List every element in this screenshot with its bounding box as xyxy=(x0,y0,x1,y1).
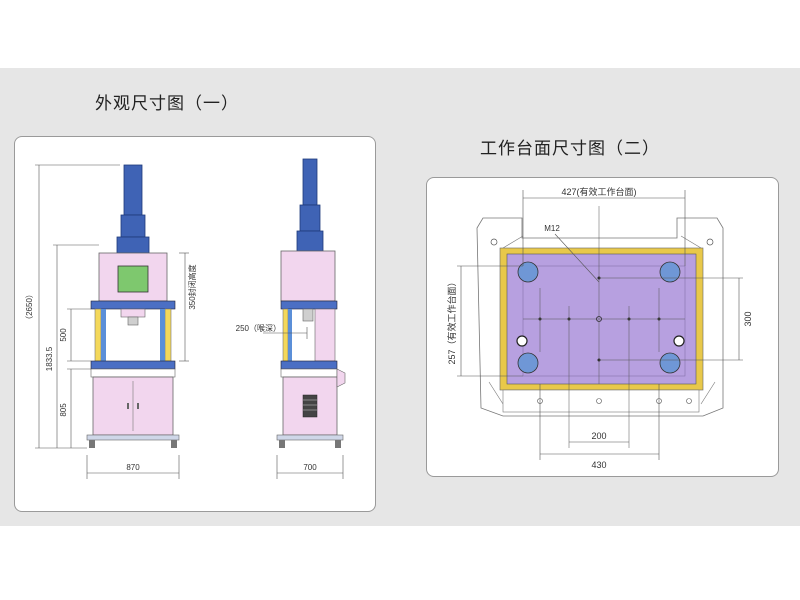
dim-closed-height: 350封闭高度 xyxy=(187,264,197,309)
front-ram xyxy=(127,316,139,326)
front-cabinet-handle-left xyxy=(127,403,129,409)
front-crown-beam xyxy=(90,300,176,310)
dim-front-width: 870 xyxy=(126,463,140,472)
side-cylinder-middle xyxy=(299,204,321,232)
side-upper-housing xyxy=(280,250,336,302)
guide-pillar-top-right xyxy=(659,261,681,283)
front-right-column xyxy=(164,308,172,362)
dim-hole-pitch-y: 300 xyxy=(743,311,753,326)
side-column-inner xyxy=(288,309,292,361)
side-back-column xyxy=(314,308,336,362)
locating-hole-right xyxy=(673,335,685,347)
side-foot-left xyxy=(279,440,285,448)
side-crown-beam xyxy=(280,300,338,310)
worktable-dimension-title: 工作台面尺寸图（二） xyxy=(480,139,660,159)
worktable-front-rail xyxy=(502,389,700,413)
base-mount-hole-right xyxy=(706,238,714,246)
front-dimensions xyxy=(35,164,189,479)
center-lines xyxy=(523,206,685,448)
guide-pillar-bottom-right xyxy=(659,352,681,374)
side-base-frame xyxy=(280,368,338,378)
base-mount-hole-left xyxy=(490,238,498,246)
dim-thread-size: M12 xyxy=(544,224,560,233)
exterior-dimension-title: 外观尺寸图（一） xyxy=(95,94,239,114)
front-left-column-inner xyxy=(101,309,106,361)
dim-throat-depth: 250（喉深） xyxy=(236,323,281,333)
worktable-dimensions xyxy=(457,190,743,460)
dim-table-height: 1833.5 xyxy=(45,346,54,371)
rail-hole-4 xyxy=(686,398,692,404)
side-front-column xyxy=(282,308,289,362)
front-base-frame xyxy=(90,368,176,378)
side-view xyxy=(276,158,346,448)
front-left-column xyxy=(94,308,102,362)
side-vent-grille xyxy=(302,394,318,418)
guide-pillar-top-left xyxy=(517,261,539,283)
front-foot-frame xyxy=(86,434,180,441)
rail-hole-2 xyxy=(596,398,602,404)
exterior-drawing-panel: （2650） 1833.5 500 805 350封闭高度 870 xyxy=(14,136,376,512)
guide-pillar-bottom-left xyxy=(517,352,539,374)
front-cylinder-top xyxy=(123,164,143,216)
side-control-box xyxy=(336,368,346,388)
locating-hole-left xyxy=(516,335,528,347)
side-cylinder-top xyxy=(302,158,318,206)
side-dimensions xyxy=(263,327,344,479)
front-foot-right xyxy=(171,440,177,448)
dim-hole-pitch-x-outer: 430 xyxy=(591,460,606,470)
worktable-drawing: 427(有效工作台面) M12 257（有效工作台面） 300 200 430 xyxy=(446,186,753,470)
side-ram xyxy=(302,308,314,322)
dim-effective-width: 427(有效工作台面) xyxy=(561,186,636,197)
front-slide xyxy=(120,308,146,318)
front-cabinet-handle-right xyxy=(137,403,139,409)
worktable-drawing-panel: 427(有效工作台面) M12 257（有效工作台面） 300 200 430 xyxy=(426,177,779,477)
front-view xyxy=(86,164,180,448)
front-bolster xyxy=(90,360,176,370)
dim-lower-height: 805 xyxy=(59,403,68,417)
dim-total-height: （2650） xyxy=(25,290,34,324)
dim-hole-pitch-x-inner: 200 xyxy=(591,431,606,441)
dim-side-depth: 700 xyxy=(303,463,317,472)
front-foot-left xyxy=(89,440,95,448)
side-cylinder-lower xyxy=(296,230,324,252)
exterior-drawing: （2650） 1833.5 500 805 350封闭高度 870 xyxy=(25,158,346,479)
dim-opening-height: 500 xyxy=(59,328,68,342)
side-bolster xyxy=(280,360,338,370)
front-cylinder-lower xyxy=(116,236,150,254)
side-foot-frame xyxy=(276,434,344,441)
side-foot-right xyxy=(335,440,341,448)
front-control-screen xyxy=(117,265,149,293)
dim-effective-depth: 257（有效工作台面） xyxy=(446,277,457,364)
worktable-inner-outline xyxy=(522,265,686,377)
front-cylinder-middle xyxy=(120,214,146,238)
front-right-column-inner xyxy=(160,309,165,361)
